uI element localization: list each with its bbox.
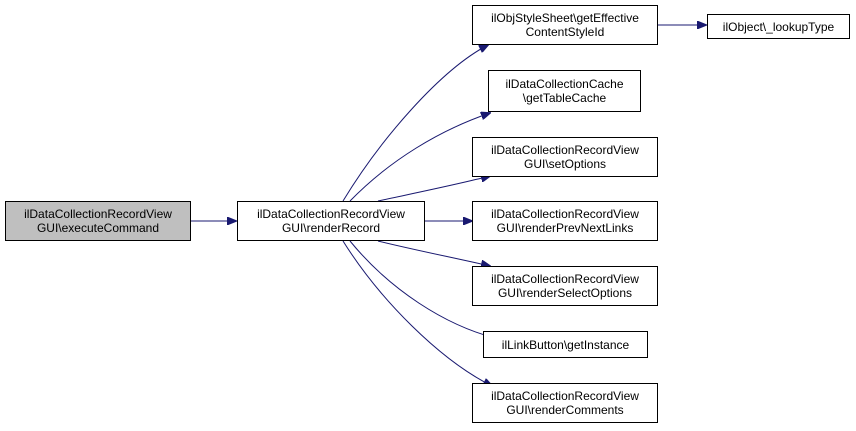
node-execute-command-line2: GUI\executeCommand: [36, 221, 160, 235]
node-execute-command-line1: ilDataCollectionRecordView: [24, 207, 172, 221]
node-lookup-type-line1: ilObject\_lookupType: [722, 19, 835, 34]
edge-renderrecord-to-getinstance: [349, 240, 495, 338]
edge-renderrecord-to-geteffectivecontentstyleid: [342, 45, 488, 202]
node-set-options-line2: GUI\setOptions: [523, 157, 607, 171]
node-render-record-line2: GUI\renderRecord: [281, 221, 381, 235]
node-get-effective-content-style-id-line1: ilObjStyleSheet\getEffective: [491, 11, 639, 25]
node-render-prev-next-links[interactable]: ilDataCollectionRecordView GUI\renderPre…: [472, 201, 658, 241]
node-get-instance-line1: ilLinkButton\getInstance: [501, 337, 630, 352]
edge-renderrecord-to-setoptions: [377, 176, 490, 202]
node-get-instance[interactable]: ilLinkButton\getInstance: [483, 331, 648, 358]
node-set-options-line1: ilDataCollectionRecordView: [491, 143, 639, 157]
node-render-prev-next-links-line1: ilDataCollectionRecordView: [491, 207, 639, 221]
node-render-comments-line2: GUI\renderComments: [506, 403, 624, 417]
edge-renderrecord-to-gettablecache: [349, 113, 490, 202]
node-lookup-type[interactable]: ilObject\_lookupType: [707, 14, 850, 39]
node-execute-command: ilDataCollectionRecordView GUI\executeCo…: [5, 201, 191, 241]
edge-renderrecord-to-rendercomments: [342, 240, 492, 386]
node-set-options[interactable]: ilDataCollectionRecordView GUI\setOption…: [472, 137, 658, 177]
node-get-effective-content-style-id-line2: ContentStyleId: [525, 25, 605, 39]
node-get-table-cache[interactable]: ilDataCollectionCache \getTableCache: [488, 70, 641, 112]
node-render-select-options[interactable]: ilDataCollectionRecordView GUI\renderSel…: [472, 266, 658, 306]
node-render-select-options-line2: GUI\renderSelectOptions: [497, 286, 633, 300]
node-render-record[interactable]: ilDataCollectionRecordView GUI\renderRec…: [237, 201, 425, 241]
node-render-select-options-line1: ilDataCollectionRecordView: [491, 272, 639, 286]
node-get-effective-content-style-id[interactable]: ilObjStyleSheet\getEffective ContentStyl…: [472, 5, 658, 45]
node-get-table-cache-line1: ilDataCollectionCache: [505, 77, 624, 91]
node-render-prev-next-links-line2: GUI\renderPrevNextLinks: [496, 221, 634, 235]
node-render-comments[interactable]: ilDataCollectionRecordView GUI\renderCom…: [472, 383, 658, 423]
node-render-comments-line1: ilDataCollectionRecordView: [491, 389, 639, 403]
node-render-record-line1: ilDataCollectionRecordView: [257, 207, 405, 221]
edge-renderrecord-to-renderselectoptions: [377, 240, 490, 266]
node-get-table-cache-line2: \getTableCache: [522, 91, 607, 105]
